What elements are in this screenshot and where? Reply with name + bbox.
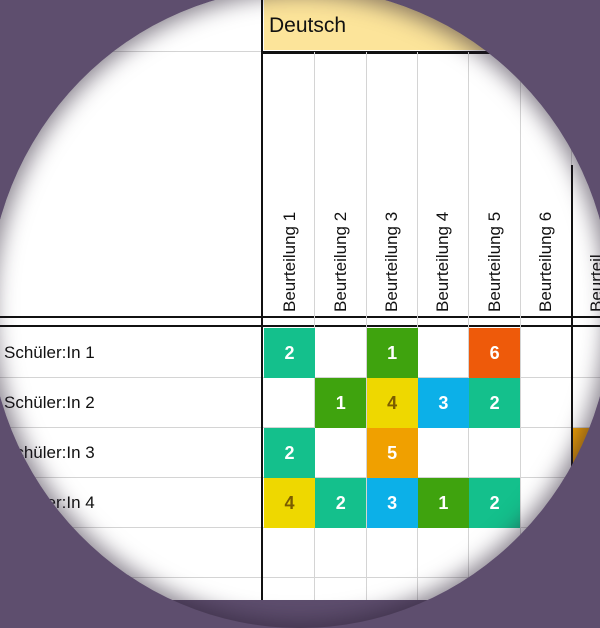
subject-border	[262, 51, 600, 54]
grade-cell[interactable]: 4	[264, 478, 315, 528]
grade-cell[interactable]: 2	[264, 428, 315, 478]
header-border	[0, 325, 600, 327]
grade-cell[interactable]	[315, 428, 366, 478]
column-header-label: Beurteilung 5	[484, 211, 504, 312]
gridline	[468, 52, 470, 600]
grade-cell[interactable]	[521, 378, 572, 428]
gridline	[519, 52, 521, 600]
row-label[interactable]: Schüler:In 4	[4, 493, 95, 512]
grade-cell[interactable]	[521, 328, 572, 378]
row-label[interactable]: Schüler:In 2	[4, 393, 95, 412]
grade-cell[interactable]	[315, 528, 366, 578]
grade-cell[interactable]	[418, 328, 469, 378]
column-header-label: Beurteilung 2	[330, 211, 350, 312]
column-header[interactable]: Beurteilung 3	[367, 54, 418, 316]
column-border	[261, 0, 263, 600]
grade-cell[interactable]	[572, 378, 600, 428]
grade-cell[interactable]: 5	[366, 428, 418, 478]
grade-cell[interactable]: 2	[469, 378, 521, 428]
grade-cell[interactable]	[572, 328, 600, 378]
grade-cell[interactable]: 6	[469, 328, 521, 378]
column-header[interactable]: Beurteilung 5	[469, 54, 520, 316]
column-header-label: Beurteilung 6	[536, 211, 555, 312]
gridline	[0, 427, 600, 428]
gridline	[365, 52, 367, 600]
row-label[interactable]: Schüler:In 3	[4, 443, 95, 462]
grade-cell[interactable]: 2	[264, 328, 315, 378]
grade-cell[interactable]: 1	[417, 478, 469, 528]
grade-cell[interactable]	[521, 478, 572, 528]
row-label[interactable]: Schüler:In 1	[4, 343, 95, 362]
column-header[interactable]: Beurteilung 2	[315, 54, 366, 316]
grade-cell[interactable]: 2	[469, 478, 521, 528]
grade-cell[interactable]	[367, 528, 418, 578]
grade-cell[interactable]	[418, 528, 469, 578]
grade-cell[interactable]: 4	[366, 378, 418, 428]
grade-cell[interactable]: 1	[366, 328, 418, 378]
grade-cell[interactable]	[315, 328, 366, 378]
grade-cell[interactable]	[469, 428, 520, 478]
column-header[interactable]: Beurteilung 6	[521, 54, 572, 316]
gridline	[314, 52, 316, 600]
grade-cell[interactable]	[572, 528, 600, 578]
grade-cell[interactable]: 2	[315, 478, 367, 528]
gridline	[416, 52, 418, 600]
grade-cell[interactable]	[521, 528, 572, 578]
column-border	[571, 165, 573, 600]
grade-cell[interactable]	[469, 528, 520, 578]
column-header[interactable]: Beurteilung 4	[418, 54, 469, 316]
column-header[interactable]: Beurteil	[572, 54, 600, 316]
subject-header-deutsch[interactable]: Deutsch	[264, 0, 600, 50]
grade-cell[interactable]	[264, 528, 315, 578]
grade-cell[interactable]: 3	[366, 478, 418, 528]
column-header-label: Beurteilung 4	[433, 211, 453, 312]
grade-cell[interactable]: 3	[417, 378, 469, 428]
column-header-label: Beurteilung 3	[382, 211, 402, 312]
grade-cell[interactable]	[521, 428, 572, 478]
header-border	[0, 316, 600, 318]
column-header-label: Beurteil	[587, 254, 600, 312]
gridline	[0, 577, 600, 578]
grade-cell[interactable]	[418, 428, 469, 478]
column-header[interactable]: Beurteilung 1	[264, 54, 315, 316]
grade-cell[interactable]	[572, 478, 600, 528]
gridline	[0, 51, 262, 52]
grade-cell[interactable]: 1	[315, 378, 367, 428]
column-header-label: Beurteilung 1	[279, 211, 299, 312]
grade-cell[interactable]	[264, 378, 315, 428]
grade-cell[interactable]: 5	[571, 428, 600, 478]
row-label[interactable]	[4, 528, 259, 578]
spreadsheet-view: Deutsch Beurteilung 1 Beurteilung 2 Beurte…	[0, 0, 600, 600]
